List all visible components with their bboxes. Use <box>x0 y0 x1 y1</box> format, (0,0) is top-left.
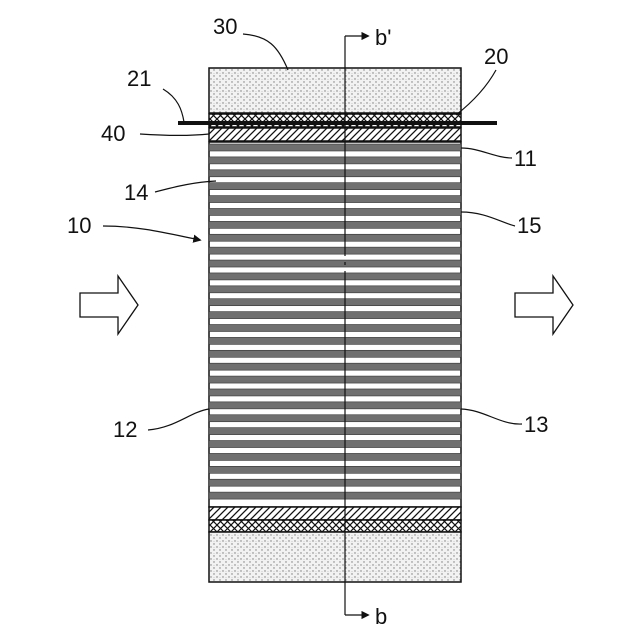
top-insulator <box>209 128 461 141</box>
plate <box>209 479 461 486</box>
label-20: 20 <box>484 44 508 69</box>
plate <box>209 337 461 344</box>
bottom-block <box>209 532 461 582</box>
label-section-top: b' <box>375 25 391 50</box>
plate <box>209 299 461 306</box>
leader-14 <box>155 181 216 192</box>
plate <box>209 208 461 215</box>
plate <box>209 376 461 383</box>
bottom-insulator <box>209 507 461 520</box>
outlet-arrow-icon <box>515 276 573 334</box>
plate <box>209 453 461 460</box>
plate <box>209 312 461 319</box>
plate <box>209 196 461 203</box>
plate <box>209 415 461 422</box>
leader-40 <box>140 134 209 136</box>
plate <box>209 286 461 293</box>
plate <box>209 247 461 254</box>
plate <box>209 363 461 370</box>
label-14: 14 <box>124 180 148 205</box>
label-13: 13 <box>524 412 548 437</box>
plate <box>209 389 461 396</box>
leader-30 <box>243 34 288 70</box>
plate <box>209 234 461 241</box>
label-15: 15 <box>517 213 541 238</box>
leader-11 <box>461 148 512 158</box>
inlet-arrow-icon <box>80 276 138 334</box>
plate <box>209 441 461 448</box>
label-10: 10 <box>67 213 91 238</box>
plate <box>209 144 461 151</box>
plate <box>209 325 461 332</box>
plate <box>209 221 461 228</box>
plate <box>209 402 461 409</box>
leader-15 <box>461 212 515 226</box>
leader-21 <box>163 89 184 122</box>
top-block <box>209 68 461 113</box>
label-11: 11 <box>514 146 537 171</box>
plate <box>209 428 461 435</box>
plate <box>209 183 461 190</box>
label-12: 12 <box>113 417 137 442</box>
plate <box>209 273 461 280</box>
plate <box>209 170 461 177</box>
plate <box>209 492 461 499</box>
top-electrode <box>209 114 461 127</box>
leader-10 <box>103 226 200 240</box>
label-section-bottom: b <box>375 604 387 629</box>
plate <box>209 466 461 473</box>
bottom-electrode <box>209 520 461 532</box>
plate <box>209 260 461 267</box>
leader-12 <box>148 409 209 430</box>
plate <box>209 350 461 357</box>
label-40: 40 <box>101 121 125 146</box>
leader-13 <box>461 409 522 424</box>
label-30: 30 <box>213 14 237 39</box>
plate <box>209 157 461 164</box>
leader-20 <box>456 70 496 115</box>
label-21: 21 <box>127 66 151 91</box>
